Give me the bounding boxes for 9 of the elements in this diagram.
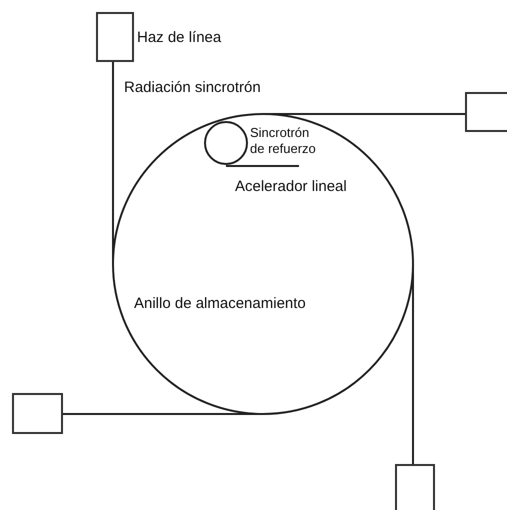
node-caption: Haz de línea	[137, 29, 222, 48]
node-caption: Sincrotrón de refuerzo	[250, 125, 317, 158]
beamline-box	[12, 393, 63, 434]
beamline-box	[96, 12, 134, 62]
node-label: Anillo de almacenamiento	[134, 295, 307, 314]
beamline-box	[465, 92, 507, 132]
linac-line	[226, 165, 299, 167]
node-caption: Acelerador lineal	[235, 178, 348, 197]
beamline-box	[395, 464, 435, 510]
